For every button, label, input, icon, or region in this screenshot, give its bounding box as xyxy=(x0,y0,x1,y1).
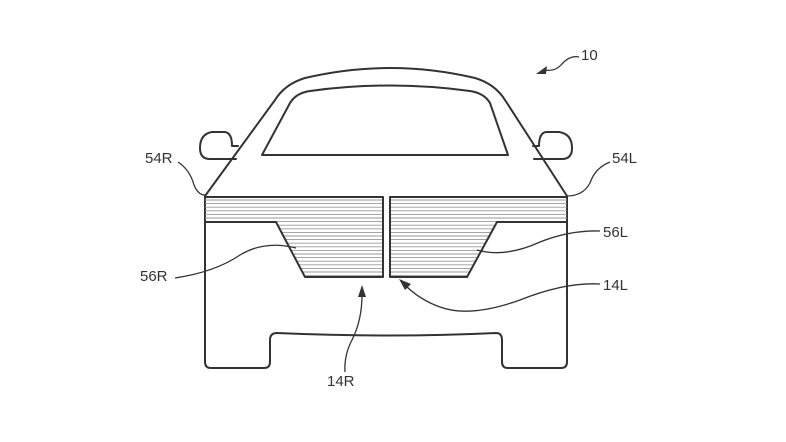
label-54R: 54R xyxy=(145,150,173,167)
panel-hatch-left-side xyxy=(390,199,567,277)
mirror-right xyxy=(532,131,573,160)
leader-14L xyxy=(404,283,601,312)
windshield xyxy=(261,84,509,156)
arrow-14L xyxy=(399,279,411,290)
label-54L: 54L xyxy=(612,150,638,167)
leader-54R xyxy=(177,161,206,196)
label-14L: 14L xyxy=(603,277,629,294)
leader-14R xyxy=(344,294,363,373)
label-56R: 56R xyxy=(140,268,168,285)
body-outline xyxy=(204,196,568,369)
arrow-10 xyxy=(536,66,547,74)
leader-56R xyxy=(174,244,297,279)
panel-14R-outline xyxy=(204,196,384,278)
panel-14L-outline xyxy=(389,196,568,278)
label-56L: 56L xyxy=(603,224,629,241)
mirror-left xyxy=(199,131,239,160)
leader-10 xyxy=(544,56,580,72)
roof-outline xyxy=(204,67,568,197)
leader-54L xyxy=(566,161,611,197)
panel-hatch-right-side xyxy=(205,199,383,277)
arrow-14R xyxy=(358,285,366,297)
label-14R: 14R xyxy=(327,373,355,390)
leader-56L xyxy=(476,230,601,254)
label-10: 10 xyxy=(581,47,598,64)
